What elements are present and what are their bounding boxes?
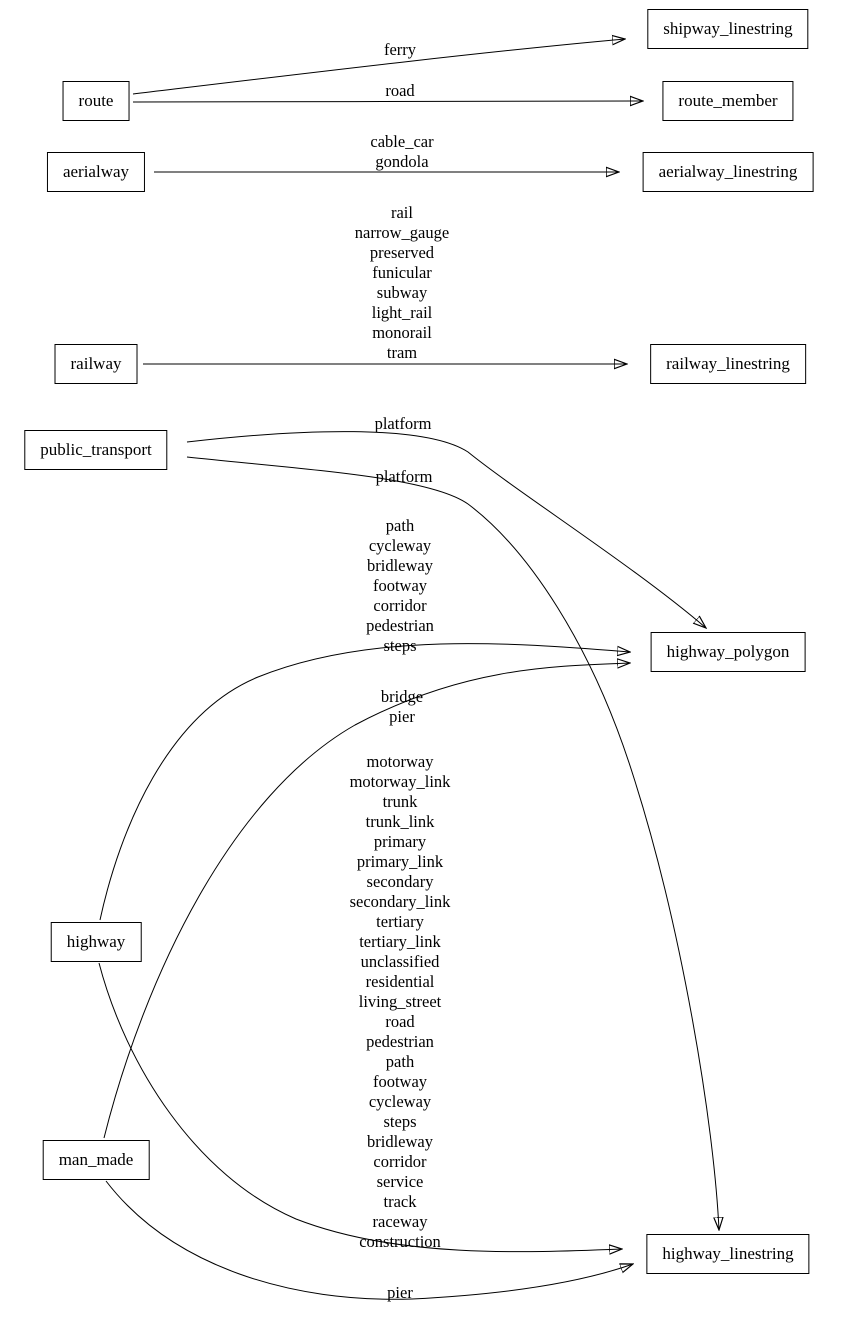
- edge-label-highway-highway_linestring: motorway motorway_link trunk trunk_link …: [349, 752, 451, 1251]
- node-highway_polygon: highway_polygon: [650, 632, 806, 672]
- edge-man_made-highway_polygon: [103, 663, 630, 1139]
- edge-label-public_transport-highway_polygon: platform: [374, 414, 432, 433]
- edge-public_transport-highway_linestring: [186, 456, 719, 1230]
- node-route_member: route_member: [662, 81, 794, 121]
- node-public_transport: public_transport: [24, 430, 168, 470]
- node-highway_linestring: highway_linestring: [646, 1234, 810, 1274]
- edge-highway-highway_polygon: [99, 643, 630, 921]
- node-man_made: man_made: [42, 1140, 150, 1180]
- edge-route-route_member: [132, 101, 643, 102]
- edge-highway-highway_linestring: [98, 962, 622, 1252]
- node-shipway_linestring: shipway_linestring: [647, 9, 809, 49]
- edge-label-man_made-highway_polygon: bridge pier: [380, 687, 424, 726]
- edge-public_transport-highway_polygon: [186, 431, 706, 628]
- node-route: route: [62, 81, 130, 121]
- node-aerialway: aerialway: [46, 152, 146, 192]
- edge-man_made-highway_linestring: [105, 1180, 633, 1300]
- edge-label-route-route_member: road: [385, 81, 415, 100]
- node-aerialway_linestring: aerialway_linestring: [642, 152, 814, 192]
- node-railway_linestring: railway_linestring: [650, 344, 806, 384]
- node-highway: highway: [50, 922, 142, 962]
- node-railway: railway: [54, 344, 138, 384]
- edge-label-aerialway-aerialway_linestring: cable_car gondola: [370, 132, 434, 171]
- edge-label-railway-railway_linestring: rail narrow_gauge preserved funicular su…: [354, 203, 450, 362]
- edge-route-shipway_linestring: [132, 39, 625, 95]
- edge-label-highway-highway_polygon: path cycleway bridleway footway corridor…: [366, 516, 434, 655]
- edge-label-public_transport-highway_linestring: platform: [375, 467, 433, 486]
- edge-label-route-shipway_linestring: ferry: [383, 40, 417, 59]
- edge-label-man_made-highway_linestring: pier: [387, 1283, 413, 1302]
